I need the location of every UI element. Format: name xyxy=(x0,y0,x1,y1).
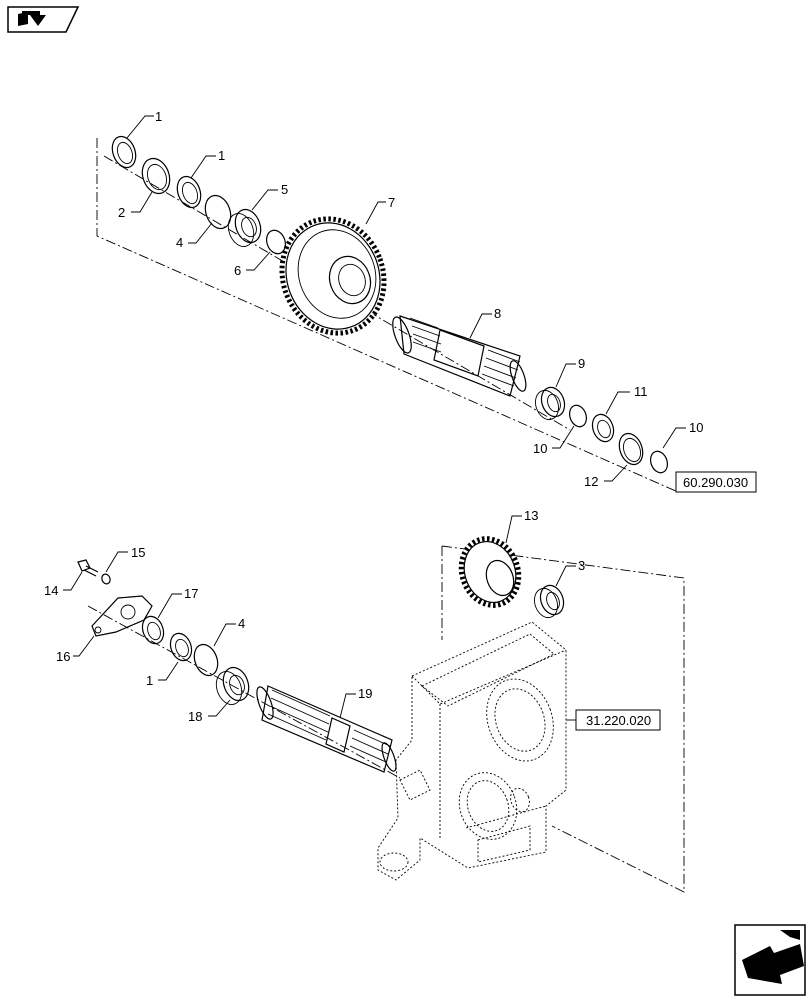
callout-19: 19 xyxy=(358,686,372,701)
callout-15: 15 xyxy=(131,545,145,560)
gear-part-7 xyxy=(279,216,387,336)
washer-part-15 xyxy=(101,573,111,585)
lower-assembly xyxy=(77,536,567,881)
callout-8: 8 xyxy=(494,306,501,321)
callout-10: 10 xyxy=(689,420,703,435)
callout-6: 6 xyxy=(234,263,241,278)
callout-1: 1 xyxy=(155,109,162,124)
bearing-part-5 xyxy=(227,208,262,247)
lower-leaders xyxy=(63,515,576,719)
book-arrow-icon[interactable] xyxy=(7,6,80,33)
reference-box-upper[interactable]: 60.290.030 xyxy=(675,471,757,493)
callout-16: 16 xyxy=(56,649,70,664)
ring-part-17 xyxy=(141,615,165,645)
reference-box-lower[interactable]: 31.220.020 xyxy=(566,709,661,731)
bearing-part-9 xyxy=(535,386,566,421)
callout-18: 18 xyxy=(188,709,202,724)
gear-part-13 xyxy=(458,536,522,608)
exit-arrow-icon[interactable] xyxy=(734,924,806,996)
upper-assembly-guidelines xyxy=(96,138,679,493)
callout-10: 10 xyxy=(533,441,547,456)
gearbox-housing xyxy=(377,621,567,881)
callout-1: 1 xyxy=(146,673,153,688)
upper-assembly xyxy=(111,135,669,474)
lower-assembly-guidelines xyxy=(87,545,685,893)
reference-label: 31.220.020 xyxy=(586,713,651,728)
shaft-part-19 xyxy=(256,685,397,773)
circlip-part-10b xyxy=(649,450,669,474)
upper-callouts: 1 2 1 4 5 6 7 8 9 10 11 10 12 xyxy=(118,109,703,489)
callout-14: 14 xyxy=(44,583,58,598)
callout-9: 9 xyxy=(578,356,585,371)
bolt-part-14 xyxy=(77,559,99,577)
ring-part-4b xyxy=(193,643,219,677)
callout-13: 13 xyxy=(524,508,538,523)
callout-17: 17 xyxy=(184,586,198,601)
callout-5: 5 xyxy=(281,182,288,197)
plate-part-16 xyxy=(91,595,153,637)
lower-callouts: 14 15 16 17 1 4 18 19 13 3 xyxy=(44,508,585,724)
circlip-part-1b xyxy=(176,175,202,209)
callout-3: 3 xyxy=(578,558,585,573)
washer-part-11 xyxy=(591,413,615,443)
ring-part-6 xyxy=(265,229,287,255)
upper-leaders xyxy=(126,115,686,482)
callout-2: 2 xyxy=(118,205,125,220)
callout-12: 12 xyxy=(584,474,598,489)
callout-4: 4 xyxy=(176,235,183,250)
callout-11: 11 xyxy=(634,384,648,399)
circlip-part-10 xyxy=(568,404,588,428)
circlip-part-1 xyxy=(111,135,137,169)
callout-7: 7 xyxy=(388,195,395,210)
reference-label: 60.290.030 xyxy=(683,475,748,490)
ring-part-4 xyxy=(204,194,232,230)
circlip-part-1c xyxy=(169,632,193,662)
callout-1: 1 xyxy=(218,148,225,163)
bearing-part-18 xyxy=(215,666,250,705)
bearing-part-3 xyxy=(534,584,565,619)
callout-4: 4 xyxy=(238,616,245,631)
shim-part-12 xyxy=(618,432,644,466)
ring-part-2 xyxy=(141,157,171,195)
shaft-part-8 xyxy=(392,315,527,397)
